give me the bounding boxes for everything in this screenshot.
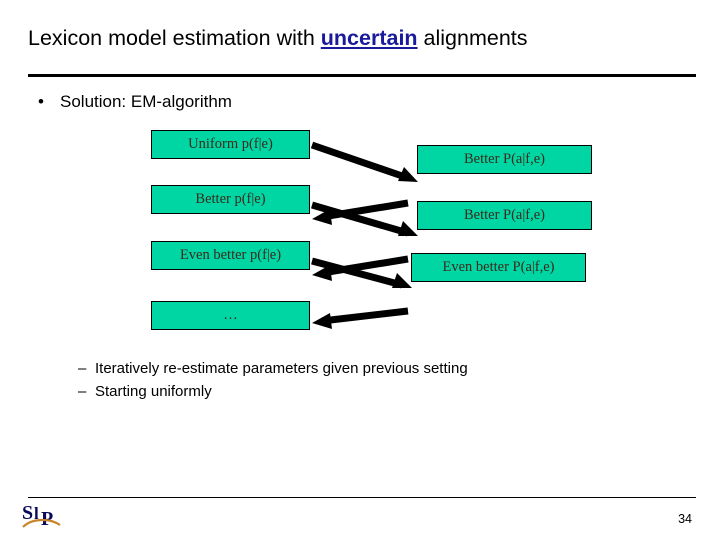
box-left-3: …: [151, 301, 310, 330]
title-suffix: alignments: [417, 26, 528, 50]
box-left-0-label: Uniform p(f|e): [188, 136, 273, 153]
title-highlight: uncertain: [320, 26, 418, 50]
box-right-0-label: Better P(a|f,e): [463, 151, 545, 168]
arrow-layer: [310, 141, 418, 329]
sub-bullet-list: –Iteratively re-estimate parameters give…: [78, 360, 468, 406]
sub-bullet-0-marker: –: [78, 360, 87, 377]
title-prefix: Lexicon model estimation with: [28, 26, 321, 50]
slp-logo: S l P: [22, 502, 66, 532]
box-left-2-label: Even better p(f|e): [179, 247, 282, 264]
title-divider: [28, 74, 696, 77]
box-right-2-label: Even better P(a|f,e): [442, 259, 555, 276]
box-left-1-label: Better p(f|e): [195, 191, 266, 208]
sub-bullet-1-marker: –: [78, 383, 87, 400]
sub-bullet-1-text: Starting uniformly: [95, 383, 212, 400]
footer-divider: [28, 497, 696, 498]
logo-swoosh-icon: [22, 518, 61, 528]
box-right-2: Even better P(a|f,e): [411, 253, 586, 282]
logo-letter-l: l: [34, 504, 39, 523]
page-title: Lexicon model estimation with uncertain …: [28, 26, 696, 51]
box-left-0: Uniform p(f|e): [151, 130, 310, 159]
arrow-even-better-a-to-ellipsis: [312, 307, 409, 329]
box-left-1: Better p(f|e): [151, 185, 310, 214]
page-number: 34: [678, 512, 692, 526]
arrow-uniform-to-better-a: [310, 141, 418, 182]
sub-bullet-1: –Starting uniformly: [78, 383, 468, 400]
arrow-better-p-to-better-a2: [311, 201, 418, 237]
sub-bullet-0-text: Iteratively re-estimate parameters given…: [95, 360, 468, 377]
box-left-2: Even better p(f|e): [151, 241, 310, 270]
box-right-0: Better P(a|f,e): [417, 145, 592, 174]
logo-letter-p: P: [41, 508, 54, 530]
bullet-text: Solution: EM-algorithm: [60, 92, 232, 111]
logo-letter-s: S: [22, 502, 34, 524]
em-algorithm-diagram: Uniform p(f|e) Better p(f|e) Even better…: [140, 125, 610, 340]
box-right-1: Better P(a|f,e): [417, 201, 592, 230]
sub-bullet-0: –Iteratively re-estimate parameters give…: [78, 360, 468, 377]
box-right-1-label: Better P(a|f,e): [463, 207, 545, 224]
box-left-3-label: …: [223, 307, 238, 324]
bullet-marker: •: [38, 92, 44, 111]
main-bullet: • Solution: EM-algorithm: [38, 92, 232, 112]
arrow-even-better-p-to-even-better-a: [311, 257, 412, 289]
